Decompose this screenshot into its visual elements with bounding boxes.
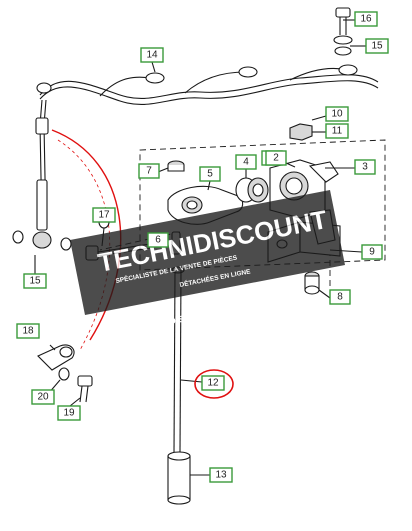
- bolt-16-assembly: [333, 7, 353, 56]
- callout-16[interactable]: 16: [354, 11, 378, 27]
- callout-18-label: 18: [22, 326, 34, 337]
- callout-3[interactable]: 3: [354, 159, 376, 175]
- callout-2[interactable]: 2: [265, 150, 287, 166]
- callout-7-label: 7: [146, 166, 152, 177]
- callout-8[interactable]: 8: [329, 289, 351, 305]
- callout-3-label: 3: [362, 162, 368, 173]
- callout-6[interactable]: 6: [147, 232, 169, 248]
- callout-15-top-label: 15: [371, 41, 383, 52]
- callout-8-label: 8: [337, 292, 343, 303]
- callout-12[interactable]: 12: [201, 375, 225, 391]
- bushing-4: [235, 177, 269, 203]
- callout-4[interactable]: 4: [235, 154, 257, 170]
- callout-12-label: 12: [207, 378, 219, 389]
- tappet-13: [167, 451, 191, 505]
- callout-10-label: 10: [331, 109, 343, 120]
- callout-20-label: 20: [37, 392, 49, 403]
- callout-5-label: 5: [207, 169, 213, 180]
- callout-5[interactable]: 5: [199, 166, 221, 182]
- washer-20: [58, 367, 70, 381]
- callout-15-top[interactable]: 15: [365, 38, 389, 54]
- callout-7[interactable]: 7: [138, 163, 160, 179]
- callout-19[interactable]: 19: [57, 405, 81, 421]
- callout-14[interactable]: 14: [140, 47, 164, 63]
- callout-4-label: 4: [243, 157, 249, 168]
- callout-11[interactable]: 11: [325, 123, 349, 139]
- highlight-circle: [194, 369, 234, 399]
- callout-9-label: 9: [369, 247, 375, 258]
- callout-16-label: 16: [360, 14, 372, 25]
- callout-13-label: 13: [215, 470, 227, 481]
- callout-2-label: 2: [273, 153, 279, 164]
- callout-14-label: 14: [146, 50, 158, 61]
- cap-7: [167, 160, 185, 172]
- callout-19-label: 19: [63, 408, 75, 419]
- callout-17-label: 17: [98, 210, 110, 221]
- watermark-band: [70, 190, 345, 315]
- sleeve-8: [304, 271, 320, 295]
- callout-15-left[interactable]: 15: [23, 273, 47, 289]
- callout-6-label: 6: [155, 235, 161, 246]
- callout-18[interactable]: 18: [16, 323, 40, 339]
- watermark: TECHNIDISCOUNT SPÉCIALISTE DE LA VENTE D…: [70, 190, 345, 315]
- red-arc-arrow-dashed: [57, 139, 111, 351]
- nut-11: [289, 123, 313, 141]
- watermark-url: WWW.TECHNIDISCOUNT.COM: [108, 303, 238, 338]
- cable-harness: [32, 64, 379, 249]
- bolt-19: [77, 375, 93, 403]
- callout-9[interactable]: 9: [361, 244, 383, 260]
- clamp-18: [37, 344, 75, 371]
- washer-left-a: [12, 230, 24, 244]
- callout-15-left-label: 15: [29, 276, 41, 287]
- callout-13[interactable]: 13: [209, 467, 233, 483]
- washer-left-b: [60, 237, 72, 251]
- callout-10[interactable]: 10: [325, 106, 349, 122]
- callout-20[interactable]: 20: [31, 389, 55, 405]
- callout-11-label: 11: [332, 126, 343, 137]
- callout-17[interactable]: 17: [92, 207, 116, 223]
